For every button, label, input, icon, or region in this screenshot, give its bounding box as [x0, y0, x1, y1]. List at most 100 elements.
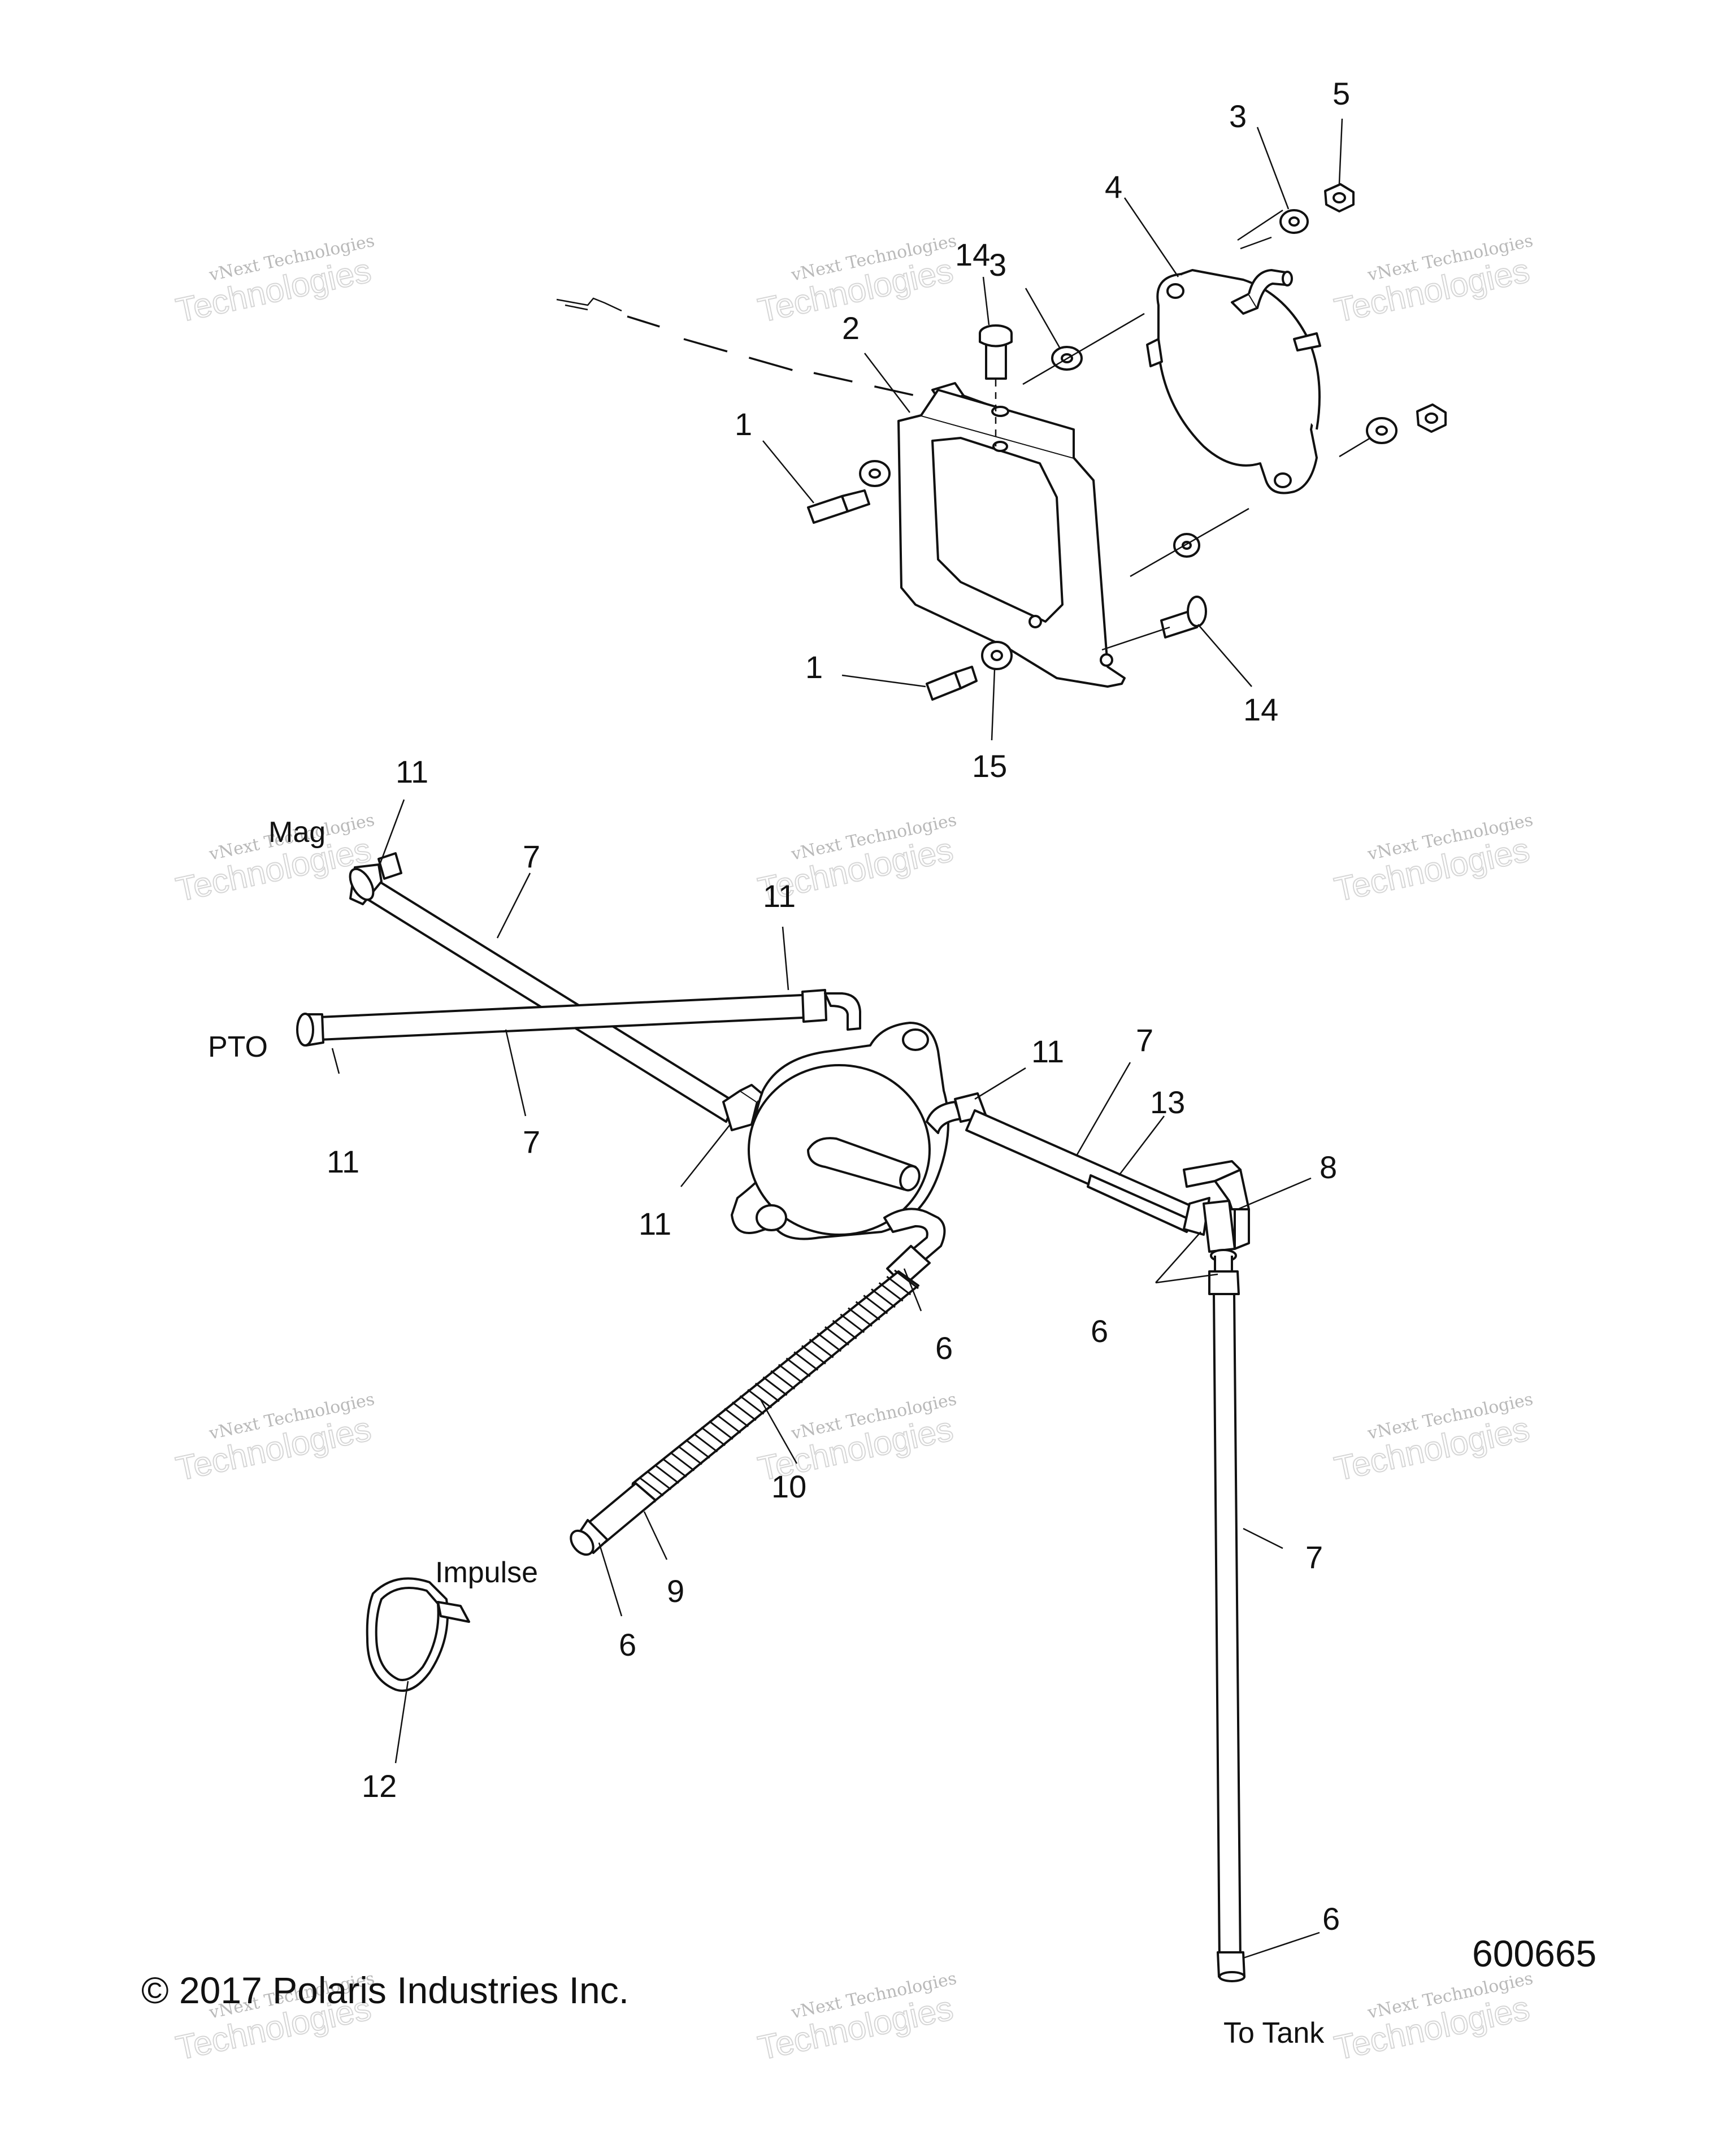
sleeve-rib [855, 1301, 880, 1321]
fuel-pump-icon [1146, 269, 1321, 494]
sleeve-rib [824, 1326, 849, 1346]
watermark: vNext Technologies Technologies [1331, 231, 1535, 330]
watermark: vNext Technologies Technologies [172, 231, 376, 330]
watermark: vNext Technologies Technologies [172, 1390, 376, 1488]
sleeve-rib [670, 1452, 695, 1471]
leader-lines-upper [762, 118, 1371, 741]
callout-2: 2 [842, 310, 860, 346]
sleeve-rib [793, 1351, 819, 1371]
sleeve-rib [646, 1470, 672, 1490]
callout-15: 15 [972, 748, 1007, 784]
mounting-bracket-icon [897, 389, 1126, 688]
sleeve-rib [840, 1313, 865, 1334]
sleeve-rib [731, 1401, 757, 1421]
nut-icon [1416, 403, 1447, 433]
hose-pto [296, 989, 861, 1047]
sleeve-rib [654, 1464, 679, 1484]
callout-7: 7 [1136, 1022, 1153, 1058]
sleeve-rib [701, 1426, 726, 1447]
washer-icon [1173, 533, 1200, 558]
callout-6: 6 [935, 1330, 953, 1366]
callout-5: 5 [1333, 76, 1350, 111]
bolt-icon [807, 489, 870, 524]
sleeve-rib [693, 1432, 718, 1453]
sleeve-rib [639, 1477, 664, 1497]
sleeve-rib [739, 1395, 765, 1415]
sleeve-rib [708, 1420, 734, 1440]
sleeve-rib [863, 1295, 888, 1314]
screw-icon [979, 324, 1013, 446]
hose-mag [349, 852, 736, 1123]
callout-6: 6 [1322, 1901, 1340, 1937]
watermark: vNext Technologies Technologies [1331, 1969, 1535, 2068]
label-pto: PTO [208, 1031, 268, 1063]
fuel-valve-icon [1183, 1160, 1250, 1273]
callout-7: 7 [523, 1124, 540, 1160]
callout-3: 3 [1229, 98, 1247, 134]
fuel-filter-icon [731, 1022, 949, 1240]
sleeve-rib [662, 1458, 687, 1478]
sleeve-rib [770, 1370, 796, 1390]
watermark: vNext Technologies Technologies [1331, 810, 1535, 909]
callout-6: 6 [619, 1627, 636, 1662]
sleeve-rib [886, 1275, 912, 1296]
sleeve-rib [801, 1345, 826, 1365]
sleeve-rib [871, 1288, 896, 1308]
callout-8: 8 [1320, 1149, 1337, 1185]
sleeve-rib [747, 1389, 772, 1409]
watermark: vNext Technologies Technologies [754, 1969, 958, 2068]
labels: Mag PTO Impulse To Tank © 2017 Polaris I… [141, 816, 1596, 2050]
washer-icon [859, 460, 891, 487]
callout-11: 11 [639, 1206, 671, 1241]
callouts: 5 3 4 14 3 2 1 1 15 14 11 7 11 11 7 11 1… [327, 76, 1350, 1937]
sleeve-rib [785, 1357, 811, 1377]
callout-1: 1 [805, 649, 823, 685]
callout-7: 7 [1305, 1539, 1323, 1575]
callout-11: 11 [763, 878, 796, 914]
label-impulse: Impulse [435, 1556, 538, 1589]
callout-4: 4 [1105, 169, 1122, 205]
washer-icon [1279, 209, 1309, 234]
callout-13: 13 [1150, 1084, 1185, 1120]
callout-12: 12 [362, 1768, 397, 1804]
sleeve-rib [832, 1319, 857, 1340]
label-mag: Mag [268, 816, 326, 849]
callout-10: 10 [771, 1469, 806, 1504]
sleeve-rib [778, 1364, 803, 1383]
callout-11: 11 [1031, 1034, 1064, 1069]
callout-3: 3 [989, 247, 1006, 283]
sleeve-rib [809, 1339, 834, 1358]
watermark: vNext Technologies Technologies [1331, 1390, 1535, 1488]
sleeve-rib [762, 1376, 788, 1396]
callout-9: 9 [667, 1573, 684, 1609]
callout-7: 7 [523, 839, 540, 874]
hose-clamp-icon [366, 1577, 470, 1692]
callout-14: 14 [955, 237, 990, 272]
washer-icon [1366, 417, 1398, 444]
sleeve-rib [716, 1414, 741, 1434]
label-to-tank: To Tank [1223, 2017, 1325, 2050]
hose-outlet [926, 1092, 1210, 1236]
copyright: © 2017 Polaris Industries Inc. [141, 1969, 629, 2011]
callout-11: 11 [396, 754, 428, 789]
callout-14: 14 [1243, 692, 1278, 727]
sleeve-rib [848, 1307, 873, 1327]
sleeve-rib [817, 1332, 842, 1352]
sleeve-rib [754, 1382, 780, 1403]
sleeve-rib [724, 1408, 749, 1427]
bolt-icon [926, 666, 978, 701]
impulse-hose [570, 1482, 657, 1556]
diagram-number: 600665 [1472, 1933, 1596, 1974]
callout-1: 1 [735, 406, 752, 442]
sleeve-rib [878, 1282, 904, 1302]
callout-6: 6 [1091, 1313, 1108, 1349]
sleeve-rib [678, 1445, 702, 1465]
washer-icon [981, 641, 1013, 670]
screw-icon [1160, 596, 1207, 639]
sleeve-rib [685, 1439, 710, 1459]
sleeve-rib [894, 1269, 919, 1290]
callout-11: 11 [327, 1144, 359, 1179]
nut-icon [1324, 183, 1355, 212]
hose-to-tank [1208, 1270, 1245, 1982]
